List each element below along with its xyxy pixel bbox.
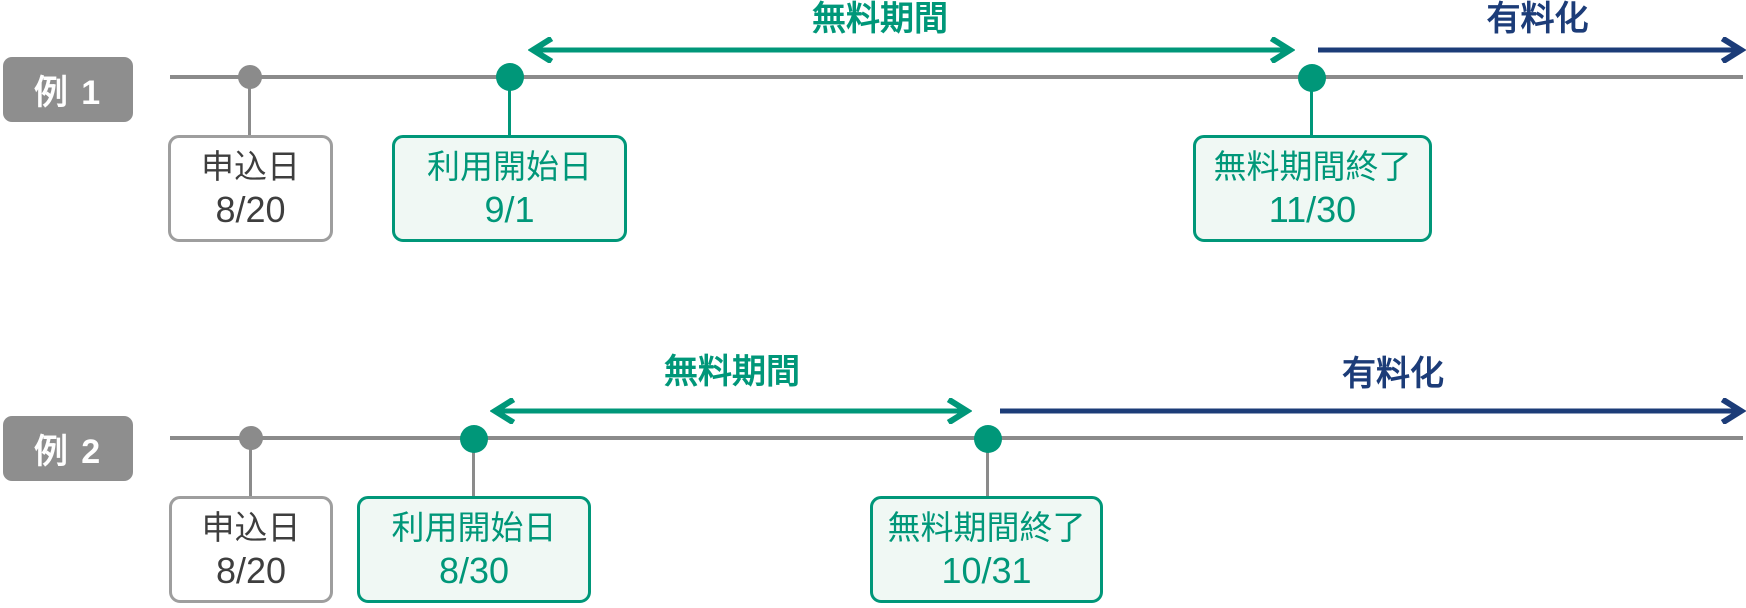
free-period-end-marker xyxy=(974,425,1002,453)
start-date-box: 利用開始日 9/1 xyxy=(392,135,627,242)
event-title: 利用開始日 xyxy=(391,508,557,546)
timeline-line xyxy=(170,436,1743,440)
free-period-label: 無料期間 xyxy=(812,0,948,38)
free-period-end-marker xyxy=(1298,64,1326,92)
example-2-badge: 例 2 xyxy=(3,416,133,481)
marker-connector xyxy=(249,438,252,496)
event-title: 申込日 xyxy=(201,147,300,185)
marker-connector xyxy=(986,439,989,496)
paid-label: 有料化 xyxy=(1342,355,1444,393)
event-date: 8/30 xyxy=(438,549,510,591)
event-date: 8/20 xyxy=(215,549,287,591)
timeline-line xyxy=(170,75,1743,79)
event-date: 8/20 xyxy=(215,188,286,230)
example-1-badge: 例 1 xyxy=(3,57,133,122)
marker-connector xyxy=(1310,78,1313,135)
free-period-range-arrow-icon xyxy=(528,37,1295,63)
paid-label: 有料化 xyxy=(1486,0,1589,38)
event-date: 10/31 xyxy=(941,549,1032,591)
event-title: 無料期間終了 xyxy=(1213,147,1412,185)
application-date-box: 申込日 8/20 xyxy=(169,496,333,603)
start-date-box: 利用開始日 8/30 xyxy=(357,496,591,603)
marker-connector xyxy=(472,439,475,496)
application-date-marker xyxy=(238,65,262,89)
event-title: 無料期間終了 xyxy=(887,508,1086,546)
paid-period-arrow-icon xyxy=(1000,398,1746,424)
event-date: 9/1 xyxy=(484,188,535,230)
marker-connector xyxy=(248,77,251,135)
start-date-marker xyxy=(496,63,524,91)
free-period-label: 無料期間 xyxy=(664,353,800,391)
start-date-marker xyxy=(460,425,488,453)
paid-period-arrow-icon xyxy=(1318,37,1746,63)
event-title: 利用開始日 xyxy=(427,147,592,185)
event-date: 11/30 xyxy=(1268,188,1357,230)
marker-connector xyxy=(508,77,511,135)
free-period-end-box: 無料期間終了 11/30 xyxy=(1193,135,1432,242)
event-title: 申込日 xyxy=(201,508,301,546)
free-period-range-arrow-icon xyxy=(490,398,972,424)
application-date-marker xyxy=(239,426,263,450)
free-period-end-box: 無料期間終了 10/31 xyxy=(870,496,1103,603)
application-date-box: 申込日 8/20 xyxy=(168,135,333,242)
